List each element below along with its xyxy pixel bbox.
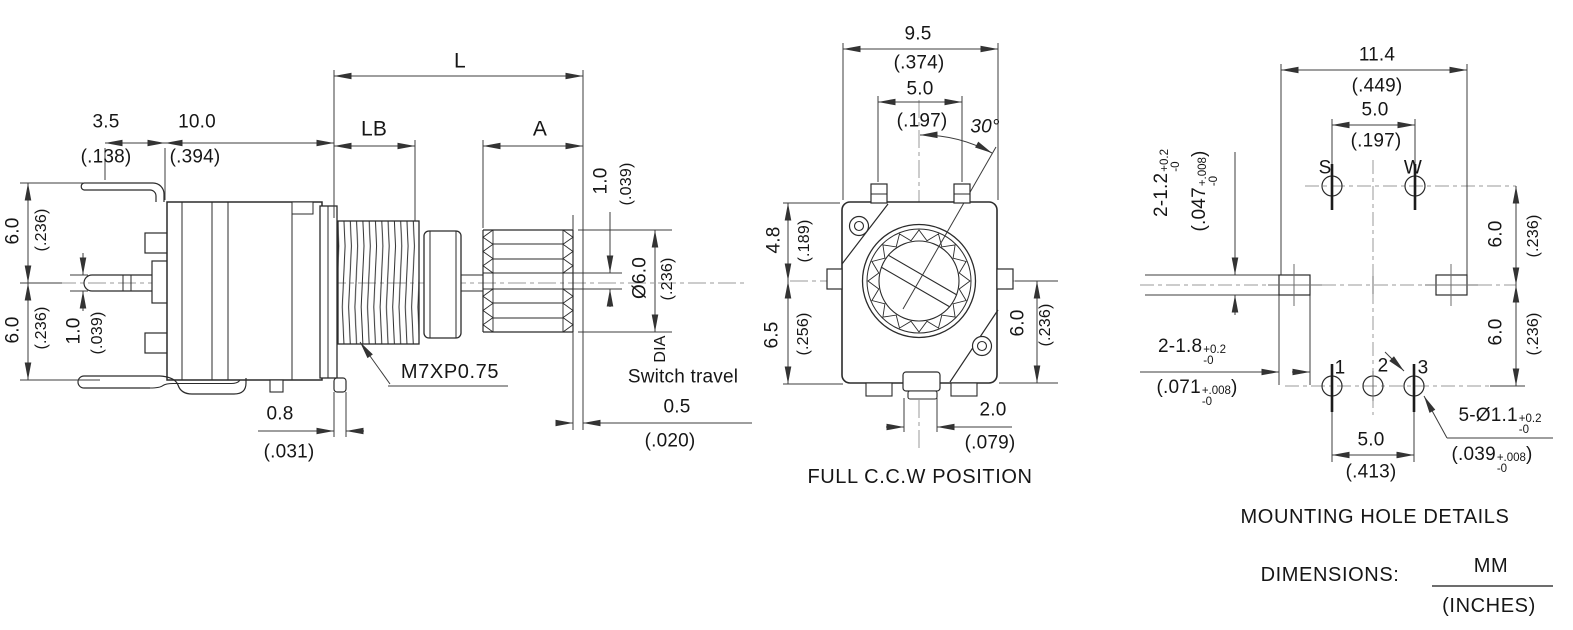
dim-0-5-mm: 0.5: [663, 396, 691, 418]
pin-label-w: W: [1403, 157, 1423, 179]
dim-6-bot-mm: 6.0: [2, 316, 24, 344]
dim-slot-1-8-in: (.071+.008-0): [1156, 377, 1238, 408]
dim-shaft-length-l: L: [454, 49, 466, 73]
switch-plunger: [902, 371, 941, 392]
front-view-caption: FULL C.C.W POSITION: [807, 466, 1033, 488]
dim-9-5-in: (.374): [893, 52, 945, 74]
dim-10-mm: 10.0: [178, 111, 216, 133]
units-inches: (INCHES): [1442, 595, 1536, 617]
knurl-ring: [867, 229, 971, 333]
dim-0-8-mm: 0.8: [266, 403, 294, 425]
dim-6-up-in: (.236): [1525, 214, 1542, 258]
dim-5-bottom-mm: 5.0: [1357, 429, 1385, 451]
tolerance: +.008-0: [1201, 385, 1231, 408]
rivet-hole-bottom-right: [971, 335, 993, 357]
dim-6-top-in: (.236): [33, 208, 50, 252]
tolerance: +.008-0: [1197, 157, 1220, 187]
dim-slot-1-2-in: (.047+.008-0): [1189, 150, 1220, 232]
dim-hole-dia-mm: 5-Ø1.1+0.2-0: [1458, 405, 1542, 436]
dim-slot-1-8-base: 2-1.8: [1157, 336, 1203, 357]
bracket-slots: [1268, 264, 1478, 306]
dim-slot-1-2-base: 2-1.2: [1151, 172, 1172, 218]
dim-9-5-mm: 9.5: [904, 23, 932, 45]
dim-6-front-mm: 6.0: [1007, 309, 1029, 337]
dim-5-bottom-in: (.413): [1345, 461, 1397, 483]
dim-hole-dia-in-base: (.039: [1451, 444, 1496, 465]
tolerance: +0.2-0: [1203, 344, 1227, 367]
dim-hole-dia-in: (.039+.008-0): [1451, 444, 1533, 475]
dim-5-mount-in: (.197): [1350, 130, 1402, 152]
dim-0-5-in: (.020): [644, 430, 696, 452]
mounting-caption: MOUNTING HOLE DETAILS: [1240, 506, 1510, 528]
dim-dia6-mm: Ø6.0: [629, 257, 651, 299]
dim-4-8-mm: 4.8: [763, 226, 785, 254]
dim-1-pin-in: (.039): [89, 311, 106, 355]
dim-2-mm: 2.0: [979, 399, 1007, 421]
front-dimensions: [783, 43, 1058, 432]
ccw-pointer-line: [902, 146, 997, 310]
switch-travel-label: Switch travel: [627, 366, 739, 388]
tolerance: +.008-0: [1496, 452, 1526, 475]
angle-30: 30°: [970, 116, 1000, 138]
dim-slot-1-2-mm: 2-1.2+0.2-0: [1151, 148, 1182, 218]
side-dimensions: [20, 70, 752, 437]
dim-11-4-mm: 11.4: [1358, 44, 1396, 66]
front-view: [783, 43, 1058, 452]
terminal-holes: [1321, 164, 1426, 412]
dim-1-shaft-mm: 1.0: [590, 167, 612, 195]
hole-label-3: 3: [1417, 357, 1429, 379]
hole-label-1: 1: [1334, 357, 1346, 379]
dim-4-8-in: (.189): [796, 219, 813, 263]
dim-dia6-dia-label: DIA: [652, 335, 669, 363]
pin-label-s: S: [1318, 157, 1332, 179]
dim-2-in: (.079): [964, 432, 1016, 454]
dim-11-4-in: (.449): [1351, 75, 1403, 97]
dim-5-in: (.197): [896, 110, 948, 132]
knurled-shaft: [482, 229, 574, 333]
dim-bushing-lb: LB: [360, 117, 388, 141]
dim-hole-dia-base: 5-Ø1.1: [1458, 405, 1518, 426]
dim-dia6-in: (.236): [659, 257, 676, 301]
mounting-view: [1140, 64, 1553, 587]
top-terminal: [80, 182, 165, 202]
dim-6-lo-in: (.236): [1525, 312, 1542, 356]
dim-knurl-a: A: [532, 117, 548, 141]
dim-6-bot-in: (.236): [33, 306, 50, 350]
dim-1-shaft-in: (.039): [618, 162, 635, 206]
dim-3-5-mm: 3.5: [92, 111, 120, 133]
dim-slot-1-8-mm: 2-1.8+0.2-0: [1157, 336, 1227, 367]
dim-slot-1-2-in-base: (.047: [1189, 187, 1210, 232]
dim-slot-1-8-in-base: (.071: [1156, 377, 1201, 398]
bottom-terminal: [77, 375, 247, 395]
dim-1-pin-mm: 1.0: [63, 317, 85, 345]
tolerance: +0.2-0: [1159, 148, 1182, 172]
rear-shaft-stub: [83, 274, 152, 292]
shaft-collar: [423, 230, 462, 339]
dim-6-lo-mm: 6.0: [1485, 318, 1507, 346]
dim-6-up-mm: 6.0: [1485, 220, 1507, 248]
dim-6-5-in: (.256): [795, 312, 812, 356]
pot-body-side: [166, 201, 323, 381]
hole-label-2: 2: [1377, 355, 1389, 377]
dim-10-in: (.394): [169, 146, 221, 168]
thread-spec: M7XP0.75: [400, 361, 500, 383]
dim-6-front-in: (.236): [1037, 303, 1054, 347]
side-view: [20, 70, 752, 437]
pcb-locating-tab: [333, 377, 347, 393]
rivet-hole-top-left: [848, 215, 870, 237]
dim-5-mount-mm: 5.0: [1361, 99, 1389, 121]
dim-6-top-mm: 6.0: [2, 217, 24, 245]
threaded-bushing: [337, 220, 420, 345]
units-mm: MM: [1473, 555, 1509, 577]
dim-6-5-mm: 6.5: [761, 321, 783, 349]
shaft-front: [861, 146, 997, 339]
dim-3-5-in: (.138): [80, 146, 132, 168]
tolerance: +0.2-0: [1518, 413, 1542, 436]
dim-0-8-in: (.031): [263, 441, 315, 463]
dim-5-mm: 5.0: [906, 78, 934, 100]
dimensions-label: DIMENSIONS:: [1260, 564, 1400, 586]
mount-dimensions: [1140, 64, 1553, 587]
